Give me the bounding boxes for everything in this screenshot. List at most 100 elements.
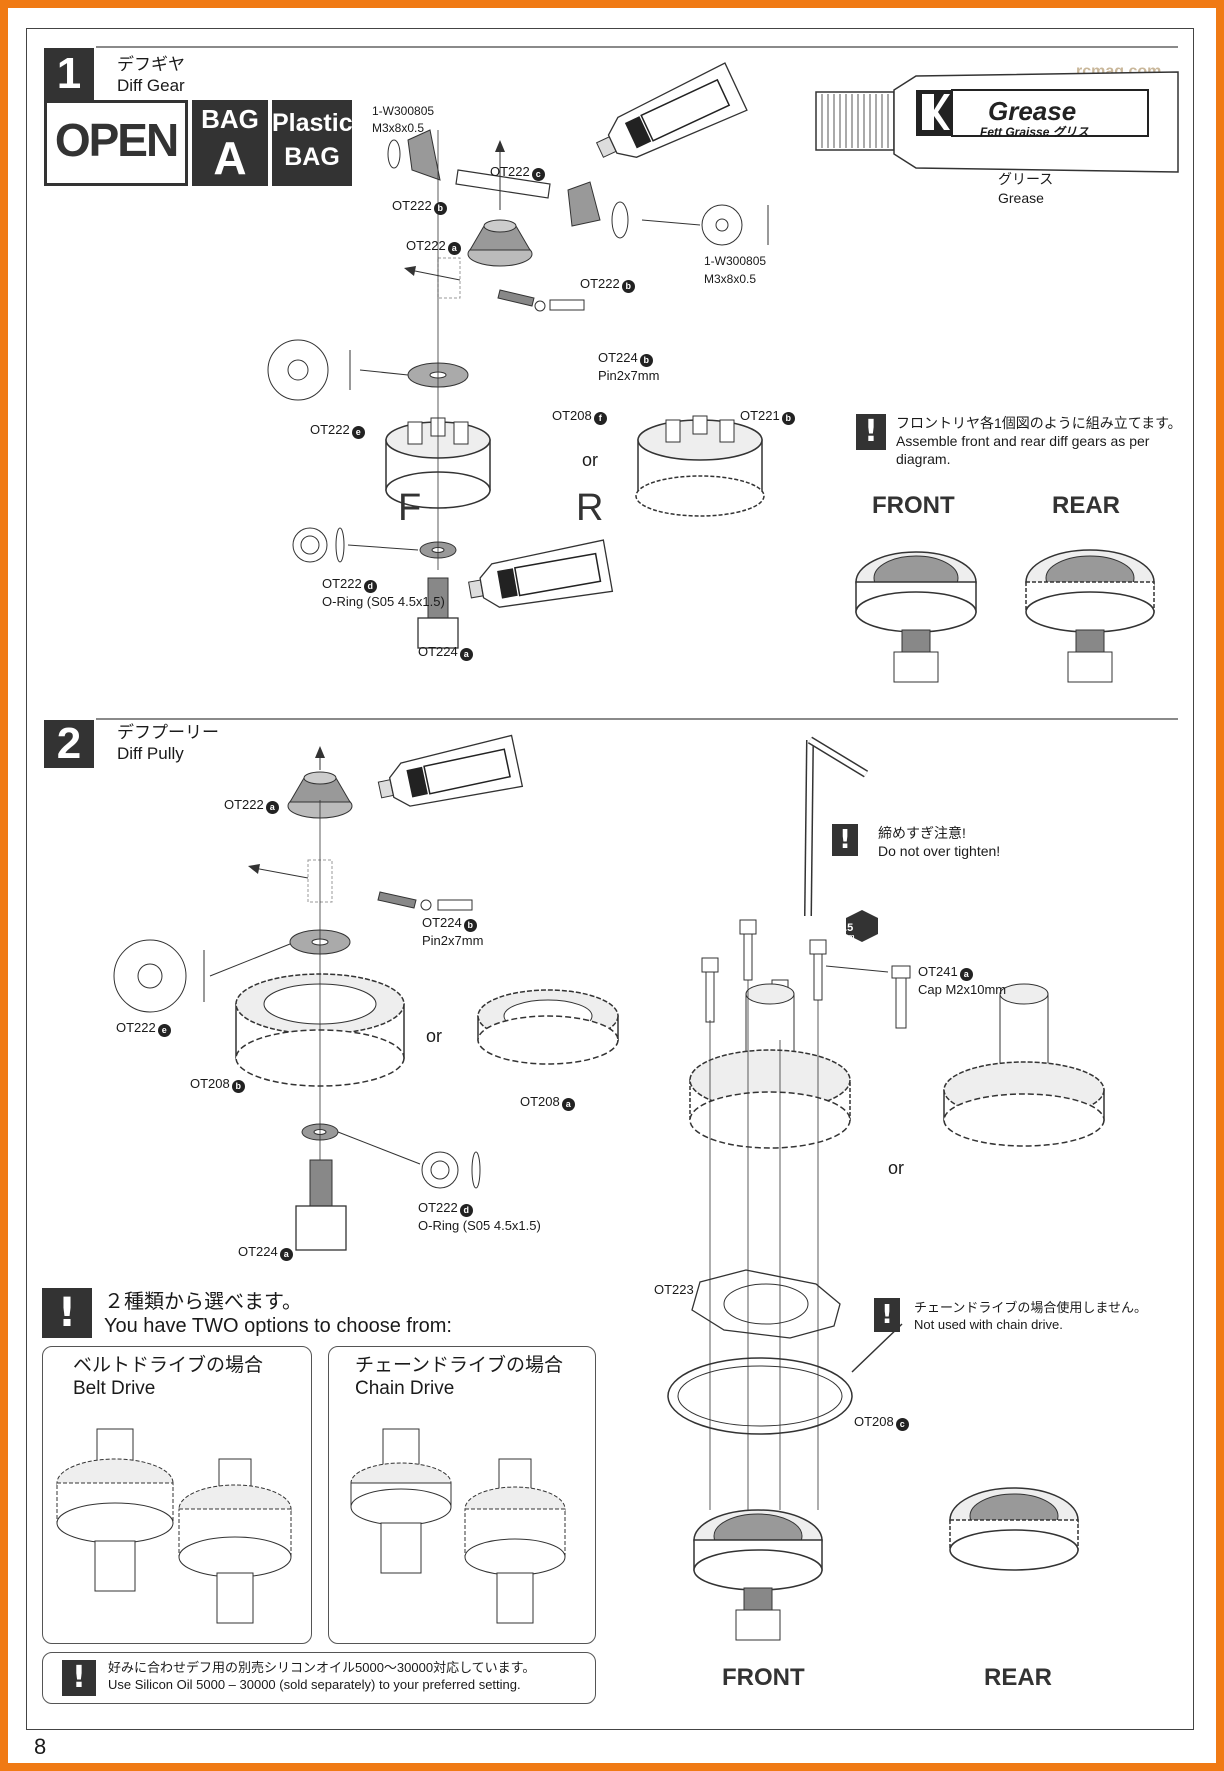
washer-top-code: 1-W300805 bbox=[372, 104, 435, 118]
note-tighten: 締めすぎ注意! Do not over tighten! bbox=[878, 824, 1000, 860]
note-assemble-en: Assemble front and rear diff gears as pe… bbox=[896, 433, 1150, 468]
page-number: 8 bbox=[34, 1734, 47, 1759]
note-options-jp: ２種類から選べます。 bbox=[104, 1291, 302, 1313]
hex-size: 1.5 bbox=[838, 922, 854, 934]
belt-drive-option: ベルトドライブの場合 Belt Drive bbox=[42, 1346, 312, 1644]
note-assemble: フロントリヤ各1個図のように組み立てます。 Assemble front and… bbox=[896, 414, 1186, 469]
rear-label-2: REAR bbox=[984, 1664, 1053, 1691]
plastic-bag-badge: Plastic BAG bbox=[272, 100, 353, 186]
note-tighten-en: Do not over tighten! bbox=[878, 843, 1001, 860]
front-label-1: FRONT bbox=[872, 492, 955, 519]
belt-drive-en: Belt Drive bbox=[73, 1377, 156, 1399]
grease-brand-large: Grease bbox=[988, 96, 1077, 126]
warning-icon-assemble: ! bbox=[856, 414, 886, 450]
chain-drive-illustration bbox=[350, 1428, 566, 1624]
belt-drive-title: ベルトドライブの場合 Belt Drive bbox=[73, 1355, 263, 1401]
washer-right-code: 1-W300805 bbox=[704, 254, 767, 268]
warning-icon-tighten: ! bbox=[832, 824, 858, 856]
hex-unit: mm bbox=[842, 934, 855, 941]
f-label: F bbox=[398, 487, 422, 529]
chain-drive-jp: チェーンドライブの場合 bbox=[355, 1355, 564, 1376]
r-label: R bbox=[576, 487, 604, 529]
s2-or-label-2: or bbox=[888, 1158, 905, 1178]
step-1-title-jp: デフギヤ bbox=[117, 55, 185, 74]
note-assemble-jp: フロントリヤ各1個図のように組み立てます。 bbox=[896, 415, 1182, 431]
chain-drive-en: Chain Drive bbox=[355, 1377, 455, 1399]
step-2-title: デフプーリー Diff Pully bbox=[117, 722, 219, 765]
step-2-title-jp: デフプーリー bbox=[117, 723, 219, 742]
belt-drive-illustration bbox=[56, 1428, 292, 1624]
step-2-number: 2 bbox=[44, 720, 94, 768]
plastic-label: Plastic bbox=[272, 109, 353, 137]
diff-pulley-assembly-diagram bbox=[667, 736, 1105, 1641]
grease-caption-en: Grease bbox=[998, 190, 1044, 206]
diff-gear-exploded-diagram bbox=[267, 62, 769, 649]
note-oil: 好みに合わせデフ用の別売シリコンオイル5000～30000対応しています。 Us… bbox=[108, 1660, 535, 1694]
s2-label-oring-size: O-Ring (S05 4.5x1.5) bbox=[418, 1218, 541, 1233]
section-divider bbox=[96, 718, 1178, 720]
or-label-1: or bbox=[582, 450, 599, 470]
step-1-number: 1 bbox=[44, 48, 94, 100]
s2-or-label-1: or bbox=[426, 1026, 443, 1046]
note-chain-en: Not used with chain drive. bbox=[914, 1316, 1063, 1332]
rear-label-1: REAR bbox=[1052, 492, 1121, 519]
grease-caption-jp: グリース bbox=[998, 171, 1054, 187]
step-2-title-en: Diff Pully bbox=[117, 744, 184, 764]
warning-icon-chain: ! bbox=[874, 1298, 900, 1332]
step-1-rule bbox=[96, 46, 1178, 48]
label-pin-size: Pin2x7mm bbox=[598, 368, 660, 383]
note-oil-en: Use Silicon Oil 5000 – 30000 (sold separ… bbox=[108, 1676, 521, 1692]
label-oring-size: O-Ring (S05 4.5x1.5) bbox=[322, 594, 445, 609]
diff-pulley-exploded-diagram bbox=[113, 734, 619, 1251]
open-bag-badge: OPEN bbox=[44, 100, 188, 186]
s2-label-screw-size: Cap M2x10mm bbox=[918, 982, 1007, 997]
open-label: OPEN bbox=[54, 114, 179, 166]
bag-letter: A bbox=[213, 132, 247, 184]
note-chain-jp: チェーンドライブの場合使用しません。 bbox=[914, 1300, 1147, 1315]
warning-icon-oil: ! bbox=[62, 1660, 96, 1696]
note-options-en: You have TWO options to choose from: bbox=[104, 1315, 452, 1337]
plastic-bag-label: BAG bbox=[284, 143, 340, 171]
instruction-frame bbox=[26, 28, 1194, 1730]
oil-note-box bbox=[42, 1652, 596, 1704]
note-tighten-jp: 締めすぎ注意! bbox=[878, 825, 966, 841]
s2-label-plate: OT223 bbox=[654, 1282, 694, 1297]
note-options: ２種類から選べます。 You have TWO options to choos… bbox=[104, 1290, 452, 1338]
bag-a-badge: BAG A bbox=[192, 100, 268, 186]
note-oil-jp: 好みに合わせデフ用の別売シリコンオイル5000～30000対応しています。 bbox=[108, 1660, 536, 1675]
warning-icon-options: ! bbox=[42, 1288, 92, 1338]
bag-label: BAG bbox=[201, 104, 259, 134]
step-1-title: デフギヤ Diff Gear bbox=[117, 54, 185, 97]
front-label-2: FRONT bbox=[722, 1664, 805, 1691]
washer-top-size: M3x8x0.5 bbox=[372, 121, 425, 135]
belt-drive-jp: ベルトドライブの場合 bbox=[73, 1355, 264, 1376]
grease-tube-large bbox=[815, 71, 1179, 173]
s2-label-pin-size: Pin2x7mm bbox=[422, 933, 484, 948]
grease-sub-large: Fett Graisse グリス bbox=[980, 125, 1089, 139]
washer-right-size: M3x8x0.5 bbox=[704, 272, 757, 286]
front-rear-diff-assembled-1 bbox=[855, 549, 1155, 683]
step-1-title-en: Diff Gear bbox=[117, 76, 185, 96]
chain-drive-option: チェーンドライブの場合 Chain Drive bbox=[328, 1346, 596, 1644]
note-chain: チェーンドライブの場合使用しません。 Not used with chain d… bbox=[914, 1300, 1147, 1334]
chain-drive-title: チェーンドライブの場合 Chain Drive bbox=[355, 1355, 563, 1401]
